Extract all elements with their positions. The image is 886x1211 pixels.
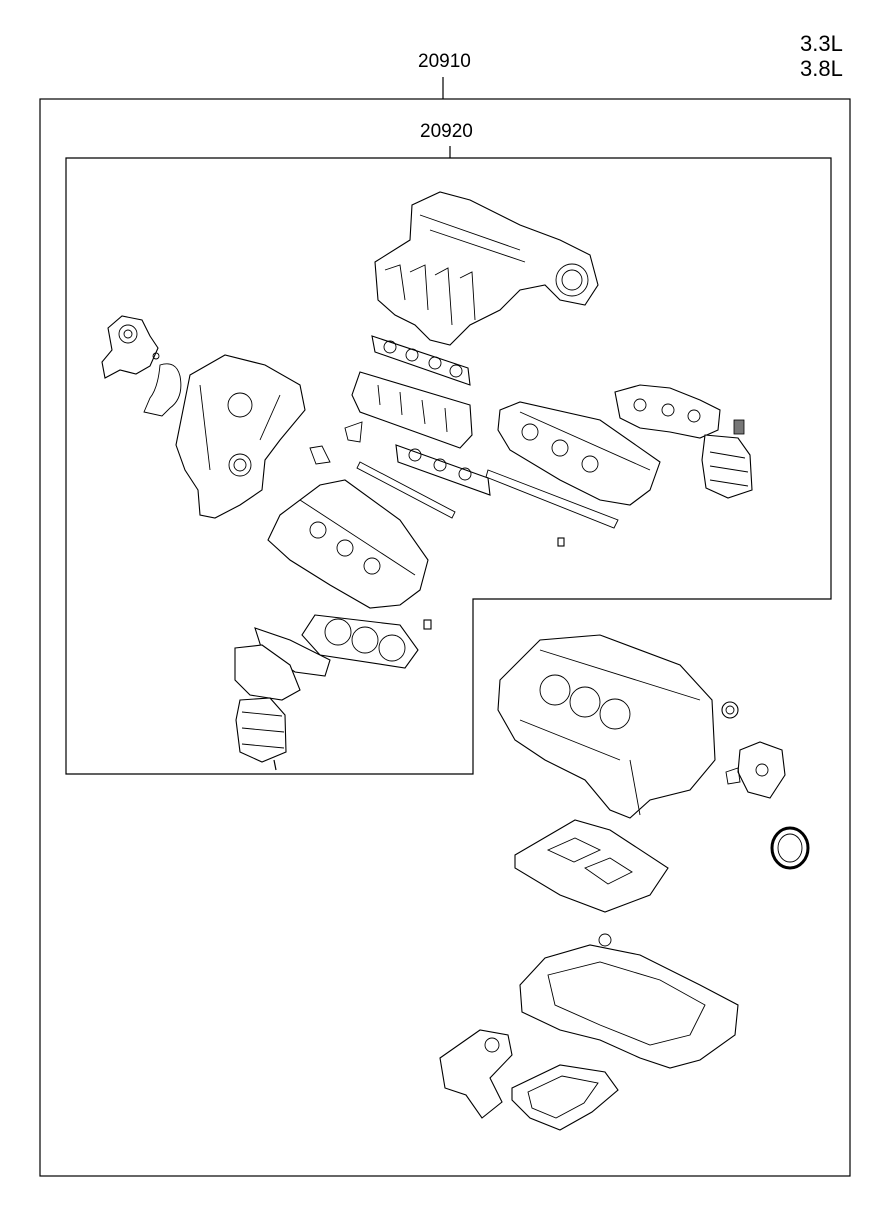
cylinder-head-left[interactable] (267, 479, 429, 609)
drain-plug[interactable] (721, 701, 739, 719)
inner-kit-frame (65, 157, 832, 775)
outer-kit-frame (39, 98, 851, 1177)
water-pump-gasket[interactable] (143, 363, 182, 417)
cylinder-block[interactable] (497, 634, 716, 819)
outer-kit-part-number[interactable]: 20910 (418, 51, 471, 72)
catalytic-converter-right[interactable] (701, 419, 753, 499)
upper-oil-pan[interactable] (519, 933, 739, 1069)
oil-pump-pickup[interactable] (439, 1029, 513, 1119)
head-gasket-right[interactable] (423, 537, 565, 630)
engine-label-38: 3.8L (800, 56, 843, 81)
timing-cover[interactable] (175, 354, 306, 519)
catalytic-converter-left[interactable] (235, 697, 287, 771)
oil-filter-bracket[interactable] (725, 741, 786, 799)
water-pump[interactable] (101, 315, 160, 379)
intake-gasket-upper[interactable] (371, 335, 471, 386)
head-gasket-left[interactable] (301, 614, 419, 669)
intake-plenum-lower[interactable] (344, 371, 473, 449)
cylinder-head-right[interactable] (497, 401, 661, 506)
lower-oil-pan[interactable] (511, 1064, 619, 1131)
intake-gasket-lower[interactable] (395, 444, 491, 496)
intake-manifold[interactable] (374, 191, 599, 346)
exhaust-manifold-right[interactable] (614, 384, 721, 439)
valve-cover-gaskets[interactable] (309, 445, 619, 529)
engine-label-33: 3.3L (800, 31, 843, 56)
exhaust-manifold-left[interactable] (234, 627, 331, 701)
inner-kit-part-number[interactable]: 20920 (420, 121, 473, 142)
rear-main-seal[interactable] (770, 826, 810, 870)
ladder-frame[interactable] (514, 819, 669, 913)
